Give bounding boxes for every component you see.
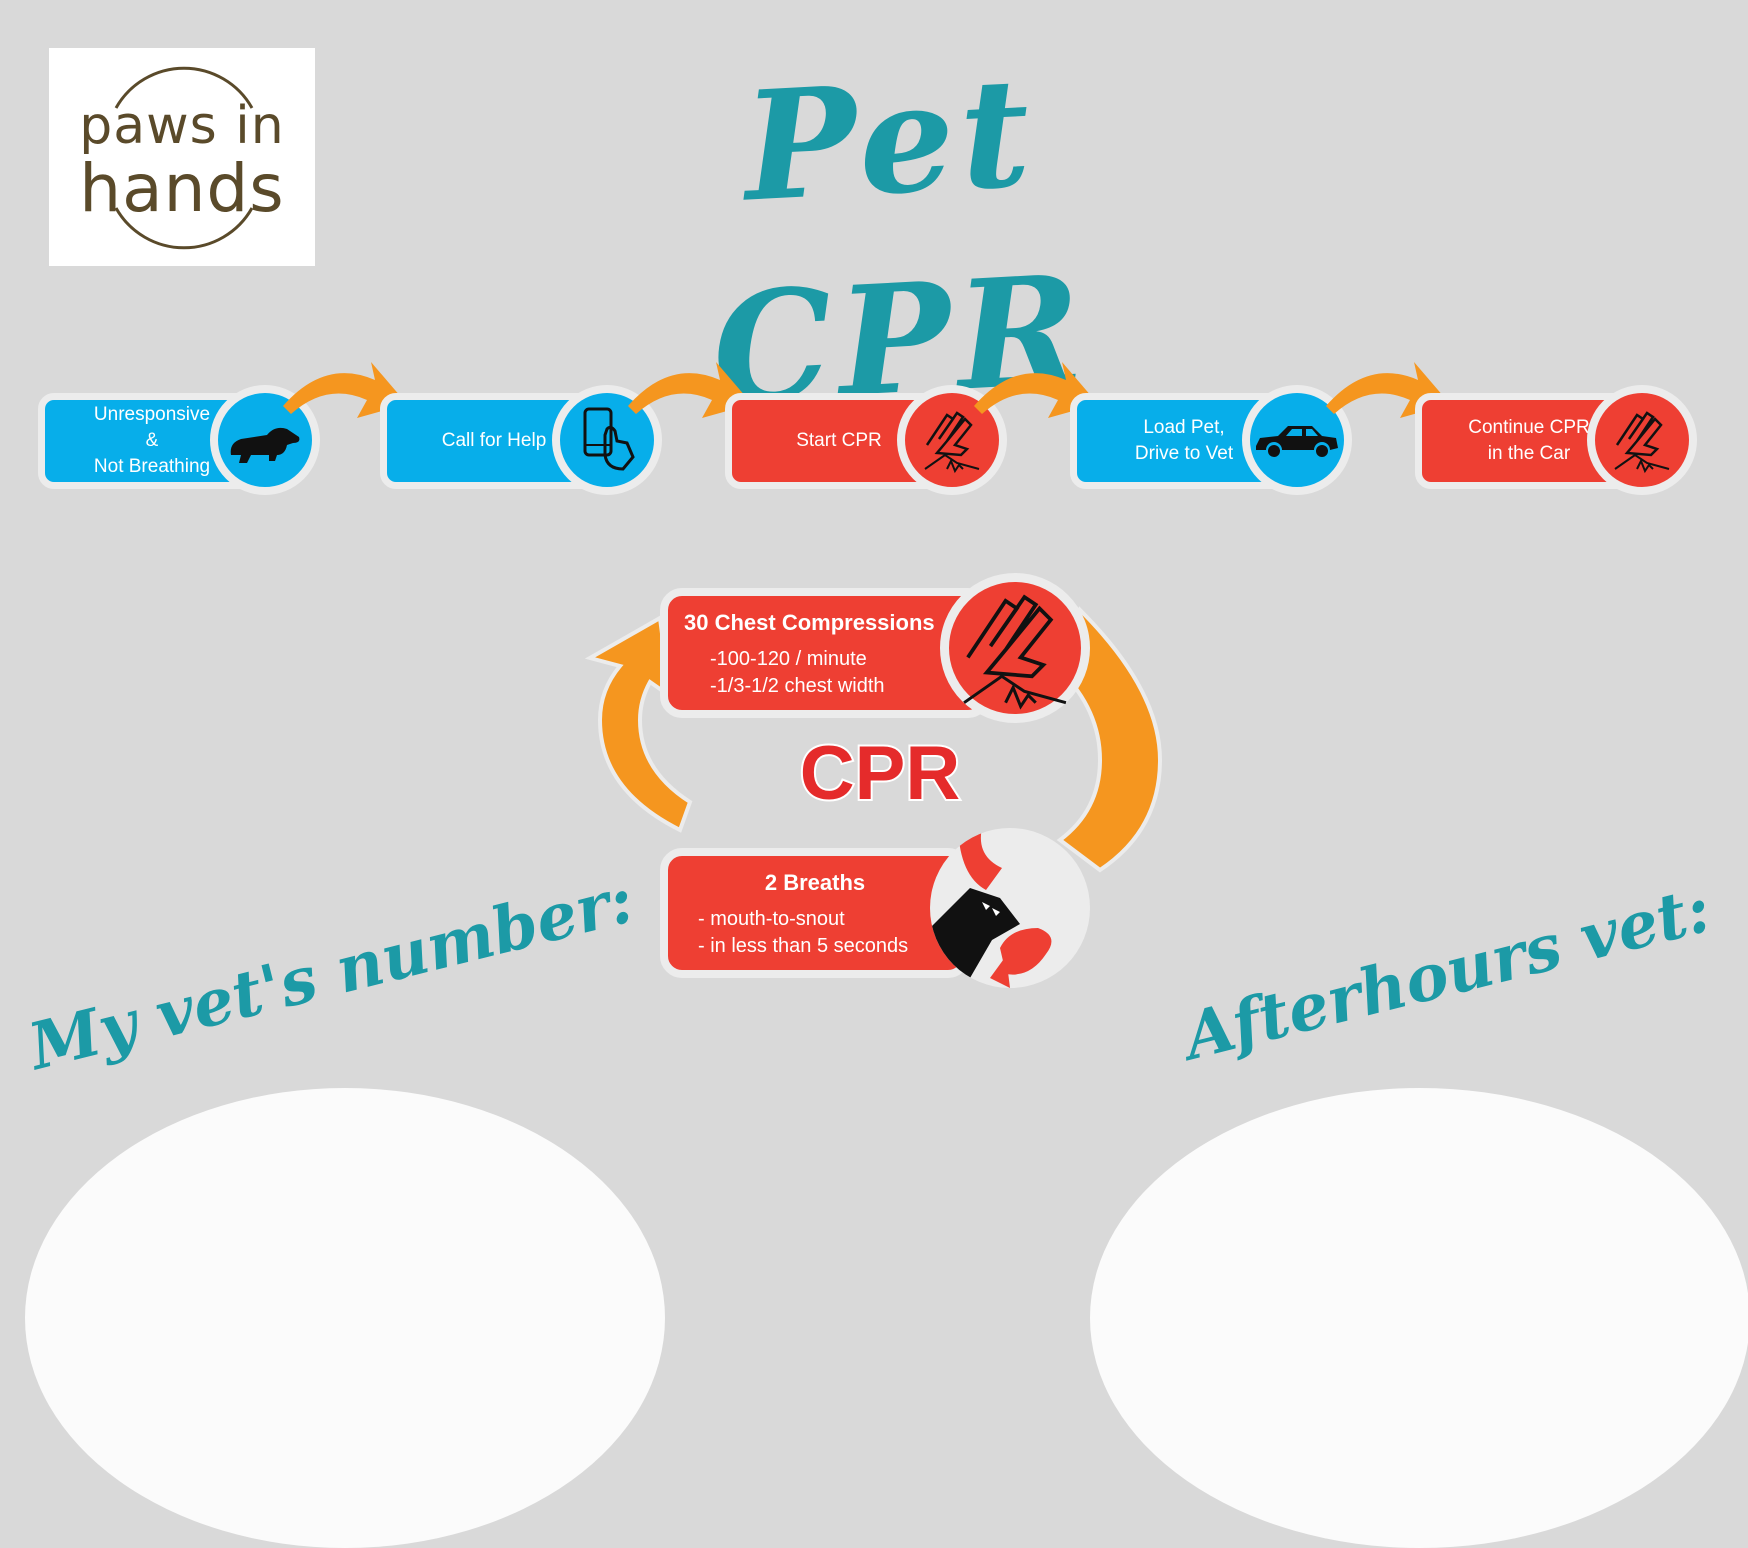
breaths-box: 2 Breaths - mouth-to-snout - in less tha…	[660, 848, 970, 978]
compression-hands-icon	[963, 594, 1067, 710]
breaths-icon-circle	[930, 828, 1090, 988]
step-label: Start CPR	[796, 430, 882, 451]
phone-icon	[583, 407, 635, 471]
mouth-to-snout-icon	[930, 828, 1052, 988]
step-icon-circle	[210, 385, 320, 495]
page-title: Pet CPR	[708, 44, 1092, 438]
orange-arrow-icon	[628, 362, 752, 418]
breaths-heading: 2 Breaths	[764, 870, 866, 895]
orange-arrow-icon	[974, 362, 1098, 418]
vet-number-label: My vet's number:	[21, 862, 641, 1085]
step-icon-circle	[1587, 385, 1697, 495]
afterhours-vet-label: Afterhours vet:	[1176, 871, 1718, 1075]
lying-dog-icon	[230, 427, 300, 463]
orange-arrow-icon	[283, 362, 407, 418]
compressions-box: 30 Chest Compressions -100-120 / minute …	[660, 588, 990, 718]
paws-in-hands-logo: paws in hands	[49, 48, 315, 266]
logo-line2: hands	[79, 150, 285, 227]
step-unresponsive: Unresponsive & Not Breathing	[38, 385, 338, 505]
step-label: Call for Help	[441, 430, 547, 451]
logo-line1: paws in	[79, 96, 285, 156]
compressions-heading: 30 Chest Compressions	[684, 610, 935, 635]
step-start-cpr: Start CPR	[725, 385, 1025, 505]
compressions-depth: -1/3-1/2 chest width	[710, 675, 885, 697]
logo-ring-icon	[114, 66, 254, 250]
cpr-center-label: CPR	[798, 729, 962, 818]
vet-number-write-area	[25, 1088, 665, 1548]
step-call-for-help: Call for Help	[380, 385, 680, 505]
step-label: Load Pet, Drive to Vet	[1134, 417, 1234, 464]
compressions-icon-circle	[940, 573, 1090, 723]
step-label: Unresponsive & Not Breathing	[93, 404, 211, 477]
step-icon-circle	[897, 385, 1007, 495]
compression-hands-icon	[924, 411, 980, 474]
step-label: Continue CPR in the Car	[1468, 417, 1590, 464]
compressions-rate: -100-120 / minute	[710, 648, 867, 670]
car-icon	[1256, 426, 1338, 457]
afterhours-write-area	[1090, 1088, 1748, 1548]
breaths-duration: - in less than 5 seconds	[698, 935, 909, 957]
compression-hands-icon	[1614, 411, 1670, 474]
breaths-method: - mouth-to-snout	[698, 908, 845, 930]
step-continue-cpr: Continue CPR in the Car	[1415, 385, 1715, 505]
